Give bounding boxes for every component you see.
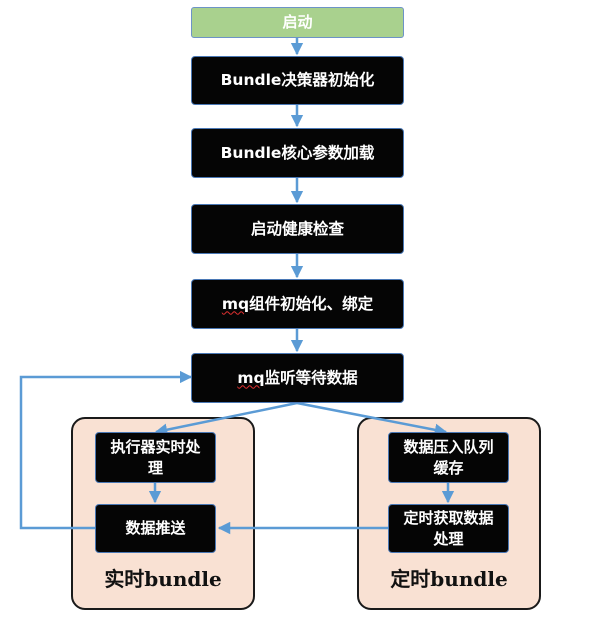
- scheduled-bundle-label: 定时bundle: [390, 567, 508, 591]
- arrow-push-loop-back: [19, 370, 193, 530]
- queue-line-1: 数据压入队列: [403, 437, 494, 456]
- realtime-bundle-label: 实时bundle: [104, 567, 222, 591]
- data-push-label: 数据推送: [125, 519, 186, 537]
- mq-listen-prefix: mq: [237, 368, 265, 387]
- timer-fetch-label: 定时获取数据 处理: [403, 508, 493, 550]
- mq-init-label: mq组件初始化、绑定: [222, 294, 373, 315]
- start-label: 启动: [282, 13, 313, 31]
- timer-fetch-node: 定时获取数据 处理: [388, 504, 509, 553]
- mq-listen-rest: 监听等待数据: [264, 368, 358, 387]
- queue-cache-node: 数据压入队列 缓存: [388, 432, 509, 483]
- arrow-listen-to-queue: [296, 401, 448, 436]
- arrow-listen-to-executor: [154, 401, 298, 436]
- mq-init-node: mq组件初始化、绑定: [191, 279, 404, 329]
- health-check-label: 启动健康检查: [250, 219, 344, 238]
- mq-listen-node: mq监听等待数据: [191, 353, 404, 403]
- queue-cache-label: 数据压入队列 缓存: [403, 437, 493, 479]
- bundle-decider-init-node: Bundle决策器初始化: [191, 56, 404, 105]
- executor-realtime-node: 执行器实时处 理: [95, 432, 216, 483]
- start-node: 启动: [191, 7, 404, 38]
- timer-line-2: 处理: [433, 529, 464, 548]
- data-push-node: 数据推送: [95, 504, 216, 553]
- executor-realtime-label: 执行器实时处 理: [110, 437, 200, 479]
- mq-init-rest: 组件初始化、绑定: [249, 294, 374, 313]
- queue-line-2: 缓存: [433, 458, 464, 477]
- health-check-node: 启动健康检查: [191, 204, 404, 254]
- bundle-params-load-node: Bundle核心参数加载: [191, 128, 404, 178]
- mq-listen-label: mq监听等待数据: [237, 368, 357, 389]
- bundle-decider-init-label: Bundle决策器初始化: [220, 71, 375, 89]
- timer-line-1: 定时获取数据: [403, 508, 494, 527]
- mq-init-prefix: mq: [221, 294, 250, 313]
- executor-line-1: 执行器实时处: [110, 437, 201, 456]
- executor-line-2: 理: [147, 458, 163, 477]
- bundle-params-load-label: Bundle核心参数加载: [220, 143, 375, 162]
